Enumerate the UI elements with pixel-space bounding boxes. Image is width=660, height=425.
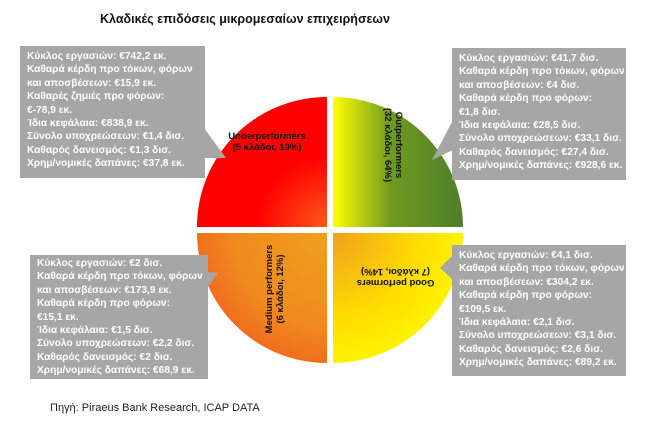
label-good-performers: Good performers (7 κλάδοι, 14%) bbox=[348, 266, 443, 288]
callout-line: Καθαρά κέρδη προ τόκων, φόρων bbox=[459, 66, 625, 78]
callout-line: Ίδια κεφάλαια: €2,1 δισ. bbox=[459, 317, 575, 329]
callout-line: Σύνολο υποχρεώσεων: €3,1 δισ. bbox=[459, 330, 617, 342]
quadrant-good-performers bbox=[333, 233, 463, 363]
segment-name: Good performers bbox=[356, 277, 435, 288]
quadrant-underperformers bbox=[197, 97, 327, 227]
quadrant-outperformers bbox=[333, 97, 463, 227]
callout-line: Σύνολο υποχρεώσεων: €1,4 δισ. bbox=[27, 131, 185, 143]
callout-outperformers: Κύκλος εργασιών: €41,7 δισ. Καθαρά κέρδη … bbox=[452, 48, 626, 180]
segment-name: Medium performers bbox=[264, 244, 275, 334]
callout-pointer bbox=[432, 120, 453, 160]
callout-line: Χρημ/νομικές δαπάνες: €89,2 εκ. bbox=[459, 357, 617, 369]
callout-good-performers: Κύκλος εργασιών: €4,1 δισ. Καθαρά κέρδη π… bbox=[452, 245, 626, 376]
callout-line: και αποσβέσεων: €4 δισ. bbox=[459, 79, 580, 91]
callout-line: Ίδια κεφάλαια: €838,9 εκ. bbox=[27, 118, 149, 130]
label-underperformers: Underperformers (5 κλάδοι, 10%) bbox=[222, 131, 312, 153]
callout-line: Κύκλος εργασιών: €4,1 δισ. bbox=[459, 250, 593, 261]
label-outperformers: Outperformers (32 κλάδοι, 64%) bbox=[382, 100, 404, 190]
callout-line: Καθαρά κέρδη προ τόκων, φόρων bbox=[37, 271, 203, 283]
quadrant-medium-performers bbox=[197, 233, 327, 363]
segment-detail: (7 κλάδοι, 14%) bbox=[360, 266, 431, 277]
segment-detail: (6 κλάδοι, 12%) bbox=[275, 254, 286, 324]
callout-line: Καθαρός δανεισμός: €1,3 δισ. bbox=[27, 144, 171, 156]
callout-line: και αποσβέσεων: €15,9 εκ. bbox=[27, 77, 157, 89]
callout-line: Χρημ/νομικές δαπάνες: €68,9 εκ. bbox=[37, 365, 195, 377]
segment-detail: (32 κλάδοι, 64%) bbox=[382, 107, 393, 183]
callout-line: και αποσβέσεων: €304,2 εκ. bbox=[459, 276, 594, 288]
callout-line: Καθαρά κέρδη προ τόκων, φόρων bbox=[459, 263, 625, 275]
callout-line: Κύκλος εργασιών: €742,2 εκ. bbox=[27, 51, 167, 62]
callout-line: Χρημ/νομικές δαπάνες: €37,8 εκ. bbox=[27, 158, 185, 170]
callout-line: Χρημ/νομικές δαπάνες: €928,6 εκ. bbox=[459, 160, 623, 172]
segment-name: Outperformers bbox=[393, 111, 404, 179]
callout-line: Καθαρές ζημιές προ φόρων: bbox=[27, 91, 165, 103]
callout-line: Ίδια κεφάλαια: €1,5 δισ. bbox=[37, 325, 153, 337]
callout-line: Σύνολο υποχρεώσεων: €2,2 δισ. bbox=[37, 338, 195, 350]
callout-line: €15,1 εκ. bbox=[37, 311, 79, 323]
callout-line: Καθαρά κέρδη προ φόρων: bbox=[37, 298, 170, 310]
callout-underperformers: Κύκλος εργασιών: €742,2 εκ. Καθαρά κέρδη … bbox=[20, 46, 205, 178]
callout-line: Καθαρός δανεισμός: €2 δισ. bbox=[37, 351, 173, 363]
callout-line: €-78,9 εκ. bbox=[27, 104, 73, 116]
callout-line: €109,5 εκ. bbox=[459, 303, 507, 315]
callout-medium-performers: Κύκλος εργασιών: €2 δισ. Καθαρά κέρδη προ… bbox=[30, 255, 208, 379]
callout-line: Καθαρά κέρδη προ φόρων: bbox=[459, 290, 592, 302]
callout-line: Κύκλος εργασιών: €41,7 δισ. bbox=[459, 53, 599, 64]
callout-line: Καθαρός δανεισμός: €27,4 δισ. bbox=[459, 146, 609, 158]
label-medium-performers: Medium performers (6 κλάδοι, 12%) bbox=[264, 239, 286, 339]
callout-pointer bbox=[204, 128, 226, 158]
callout-line: Καθαρός δανεισμός: €2,6 δισ. bbox=[459, 343, 603, 355]
callout-line: και αποσβέσεων: €173,9 εκ. bbox=[37, 284, 172, 296]
segment-name: Underperformers bbox=[228, 131, 306, 142]
callout-line: Ίδια κεφάλαια: €28,5 δισ. bbox=[459, 120, 581, 132]
callout-line: €1,8 δισ. bbox=[459, 106, 501, 118]
segment-detail: (5 κλάδοι, 10%) bbox=[232, 142, 302, 153]
callout-line: Σύνολο υποχρεώσεων: €33,1 δισ. bbox=[459, 133, 622, 145]
callout-pointer bbox=[440, 255, 453, 280]
callout-line: Καθαρά κέρδη προ φόρων: bbox=[459, 93, 592, 105]
source-note: Πηγή: Piraeus Bank Research, ICAP DATA bbox=[50, 402, 260, 414]
diagram-title: Κλαδικές επιδόσεις μικρομεσαίων επιχειρή… bbox=[100, 12, 390, 26]
callout-line: Καθαρά κέρδη προ τόκων, φόρων bbox=[27, 64, 193, 76]
callout-pointer bbox=[207, 272, 218, 288]
callout-line: Κύκλος εργασιών: €2 δισ. bbox=[37, 258, 163, 269]
